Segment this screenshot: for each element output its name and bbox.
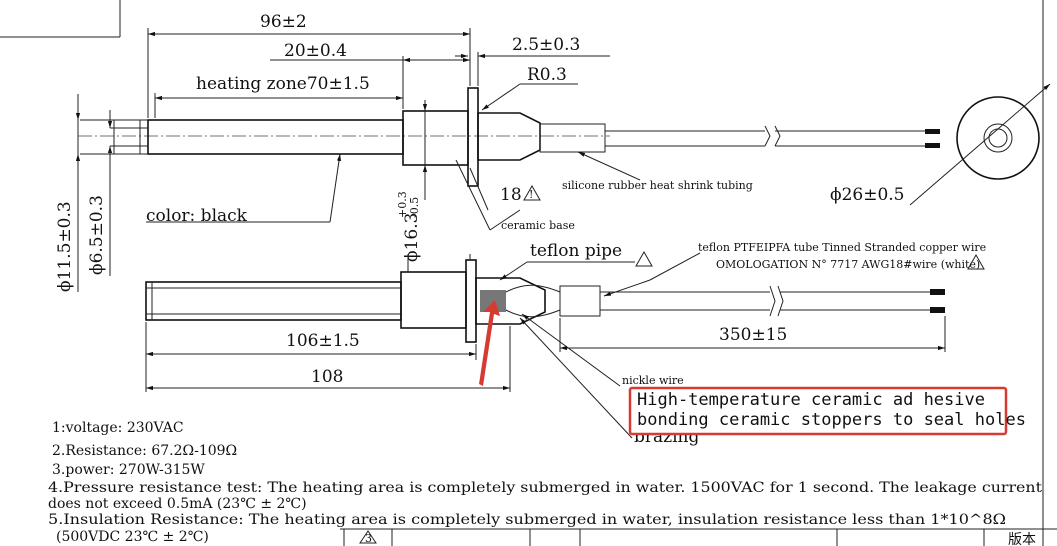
note-pressure-test-cont: does not exceed 0.5mA (23℃ ± 2℃) xyxy=(48,496,307,512)
dim-overall-length: 96±2 xyxy=(260,12,307,32)
dim-dia-flange: ϕ16.3 xyxy=(402,213,422,262)
warning-triangle-icon xyxy=(967,253,985,270)
dim-dia-inner: ϕ6.5±0.3 xyxy=(87,195,107,275)
highlight-box xyxy=(628,386,1008,436)
dim-radius: R0.3 xyxy=(527,65,567,85)
label-nickle-wire: nickle wire xyxy=(622,374,684,387)
note-insulation: 5.Insulation Resistance: The heating are… xyxy=(48,512,1006,528)
note-insulation-cont: (500VDC 23℃ ± 2℃) xyxy=(56,529,209,545)
version-label: 版本 xyxy=(1008,532,1036,546)
note-pressure-test: 4.Pressure resistance test: The heating … xyxy=(48,480,1042,496)
dim-length-106: 106±1.5 xyxy=(286,331,360,351)
label-color: color: black xyxy=(146,206,248,226)
title-block: 3 版本 xyxy=(359,530,1036,546)
highlight-line-2: bonding ceramic stoppers to seal holes xyxy=(637,410,1026,430)
revision-mark: 3 xyxy=(365,532,372,545)
dim-dia-outer: ϕ11.5±0.3 xyxy=(55,201,75,292)
dim-ring-dia: ϕ26±0.5 xyxy=(830,185,905,205)
dim-head-length: 20±0.4 xyxy=(284,41,347,61)
warning-triangle-icon xyxy=(523,184,541,201)
top-view: 96±2 20±0.4 2.5±0.3 R0.3 heating zone70±… xyxy=(55,12,1051,292)
dim-dia-flange-tol-upper: +0.3 xyxy=(396,191,409,218)
label-teflon-spec-2: OMOLOGATION N° 7717 AWG18#wire (white) xyxy=(716,258,980,271)
dim-dia-flange-tol-lower: -0.5 xyxy=(408,197,421,218)
label-silicone: silicone rubber heat shrink tubing xyxy=(562,179,753,192)
note-voltage: 1:voltage: 230VAC xyxy=(52,420,184,436)
label-ceramic-base: ceramic base xyxy=(501,219,575,232)
highlight-line-1: High-temperature ceramic ad hesive xyxy=(637,390,985,410)
note-resistance: 2.Resistance: 67.2Ω-109Ω xyxy=(52,443,237,459)
label-teflon-spec-1: teflon PTFEIPFA tube Tinned Stranded cop… xyxy=(698,241,986,254)
notes-block: 1:voltage: 230VAC 2.Resistance: 67.2Ω-10… xyxy=(48,420,1042,545)
dim-heating-zone: heating zone70±1.5 xyxy=(196,74,370,94)
dim-angle: 18 xyxy=(500,185,522,205)
section-view: teflon pipe teflon PTFEIPFA tube Tinned … xyxy=(145,241,986,447)
warning-mark: ! xyxy=(529,188,533,201)
dim-wire-length: 350±15 xyxy=(719,325,787,345)
warning-triangle-icon xyxy=(635,250,653,267)
red-pointer-arrow-icon xyxy=(479,300,500,386)
dim-length-108: 108 xyxy=(311,367,343,387)
note-power: 3.power: 270W-315W xyxy=(52,462,205,478)
dim-flange-thickness: 2.5±0.3 xyxy=(512,35,580,55)
highlight-callout: High-temperature ceramic ad hesive bondi… xyxy=(628,386,1026,436)
label-teflon-pipe: teflon pipe xyxy=(530,241,622,261)
revision-triangle-icon xyxy=(359,530,377,544)
